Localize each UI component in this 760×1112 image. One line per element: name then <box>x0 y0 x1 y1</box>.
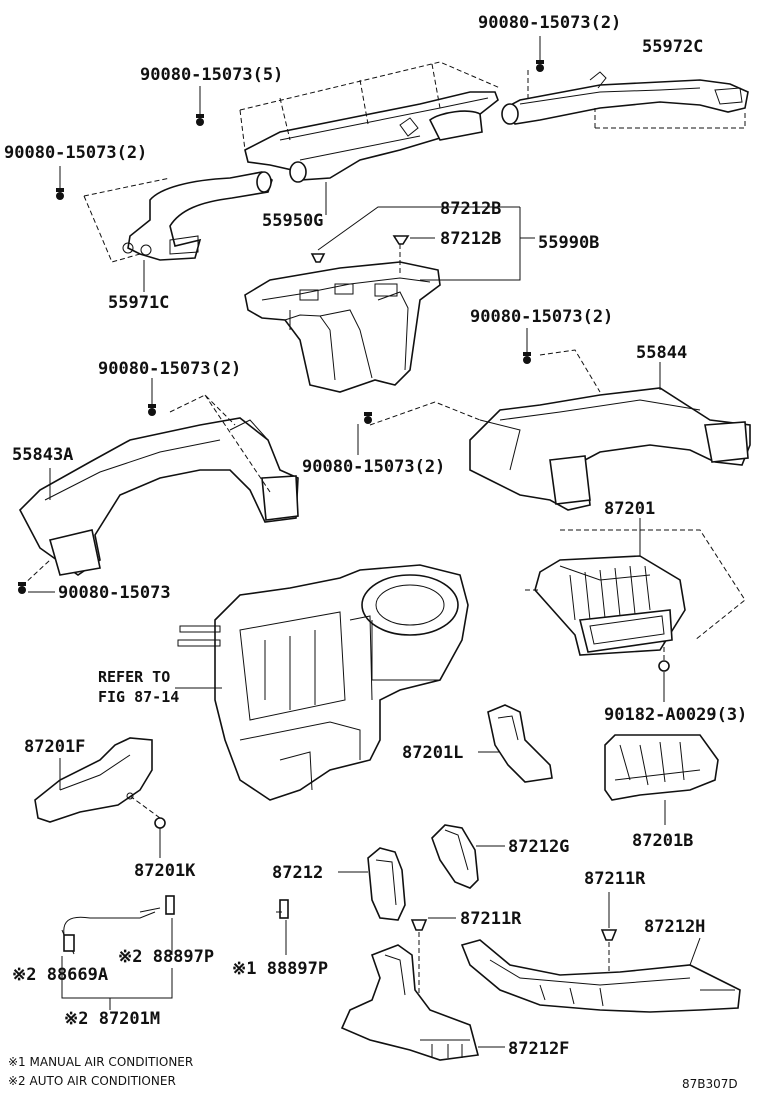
part-88897p-sensor-auto <box>139 895 175 915</box>
label-87201f: 87201F <box>24 737 85 757</box>
leader-dash <box>21 559 51 587</box>
label-88897p-manual: ※1 88897P <box>232 959 328 979</box>
label-87212b-lower: 87212B <box>440 229 501 249</box>
leader-dash <box>539 349 601 393</box>
bolt-icon <box>18 582 26 594</box>
part-87201l-duct <box>487 704 553 783</box>
leader-dash <box>239 61 501 111</box>
part-87212f-duct <box>340 944 480 1061</box>
part-87201-duct <box>534 555 686 656</box>
label-55972c: 55972C <box>642 37 703 57</box>
label-87212f: 87212F <box>508 1039 569 1059</box>
label-87201b: 87201B <box>632 831 693 851</box>
label-87201: 87201 <box>604 499 655 519</box>
label-87212b-upper: 87212B <box>440 199 501 219</box>
label-87212: 87212 <box>272 863 323 883</box>
part-55972c-duct <box>501 71 749 125</box>
label-87211r-mid: 87211R <box>460 909 522 929</box>
part-87212g-duct <box>431 824 479 889</box>
part-87201f-duct <box>34 737 153 823</box>
leader-line <box>317 206 520 251</box>
label-refer-to: REFER TO <box>98 668 170 686</box>
part-55844-duct <box>469 387 751 511</box>
label-90080-15073-2-mid: 90080-15073(2) <box>98 359 241 379</box>
label-90080-15073-2-mid2: 90080-15073(2) <box>302 457 445 477</box>
part-55843a-duct <box>19 417 299 576</box>
label-55971c: 55971C <box>108 293 169 313</box>
label-fig-87-14: FIG 87-14 <box>98 688 179 706</box>
leader-dash <box>204 394 271 493</box>
label-88669a: ※2 88669A <box>12 965 108 985</box>
part-87201b-duct <box>604 734 719 801</box>
leader-dash <box>595 110 746 129</box>
leader-line <box>689 937 701 966</box>
label-87201k: 87201K <box>134 861 196 881</box>
bolt-icon <box>364 412 372 424</box>
label-87201m: ※2 87201M <box>64 1009 160 1029</box>
label-90080-15073: 90080-15073 <box>58 583 171 603</box>
label-90080-15073-5: 90080-15073(5) <box>140 65 283 85</box>
leader-dash <box>279 97 291 141</box>
clip-icon <box>154 817 166 829</box>
leader-line <box>61 956 173 999</box>
leader-dash <box>369 401 481 426</box>
label-90182-a0029: 90182-A0029(3) <box>604 705 747 725</box>
leader-dash <box>169 394 236 426</box>
label-90080-15073-2-top: 90080-15073(2) <box>478 13 621 33</box>
leader-dash <box>239 109 246 151</box>
part-87212h-duct <box>460 939 741 1013</box>
clip-icon <box>310 253 326 263</box>
part-87212-duct <box>367 847 406 921</box>
label-87212h: 87212H <box>644 917 705 937</box>
part-55950g-duct <box>244 91 499 183</box>
clip-icon <box>392 235 410 245</box>
part-88669a-hose <box>61 911 156 955</box>
label-87201l: 87201L <box>402 743 463 763</box>
figure-code: 87B307D <box>682 1077 738 1091</box>
label-90080-15073-2-right: 90080-15073(2) <box>470 307 613 327</box>
part-heater-unit <box>177 564 469 801</box>
nut-icon <box>658 660 670 672</box>
footnote-manual: ※1 MANUAL AIR CONDITIONER <box>8 1055 193 1069</box>
part-88897p-sensor-manual <box>276 899 289 919</box>
label-90080-15073-2-left: 90080-15073(2) <box>4 143 147 163</box>
label-55990b: 55990B <box>538 233 599 253</box>
leader-dash <box>83 195 141 263</box>
part-55971c-duct <box>122 171 273 261</box>
leader-dash <box>129 795 161 819</box>
label-55844: 55844 <box>636 343 687 363</box>
label-87212g: 87212G <box>508 837 569 857</box>
clip-icon <box>600 929 618 941</box>
footnote-auto: ※2 AUTO AIR CONDITIONER <box>8 1074 176 1088</box>
leader-dash <box>83 177 171 197</box>
clip-icon <box>410 919 428 931</box>
label-88897p-auto: ※2 88897P <box>118 947 214 967</box>
part-55990b-duct <box>244 261 441 393</box>
leader-line <box>420 207 521 281</box>
label-55843a: 55843A <box>12 445 73 465</box>
label-87211r-right: 87211R <box>584 869 646 889</box>
label-55950g: 55950G <box>262 211 323 231</box>
